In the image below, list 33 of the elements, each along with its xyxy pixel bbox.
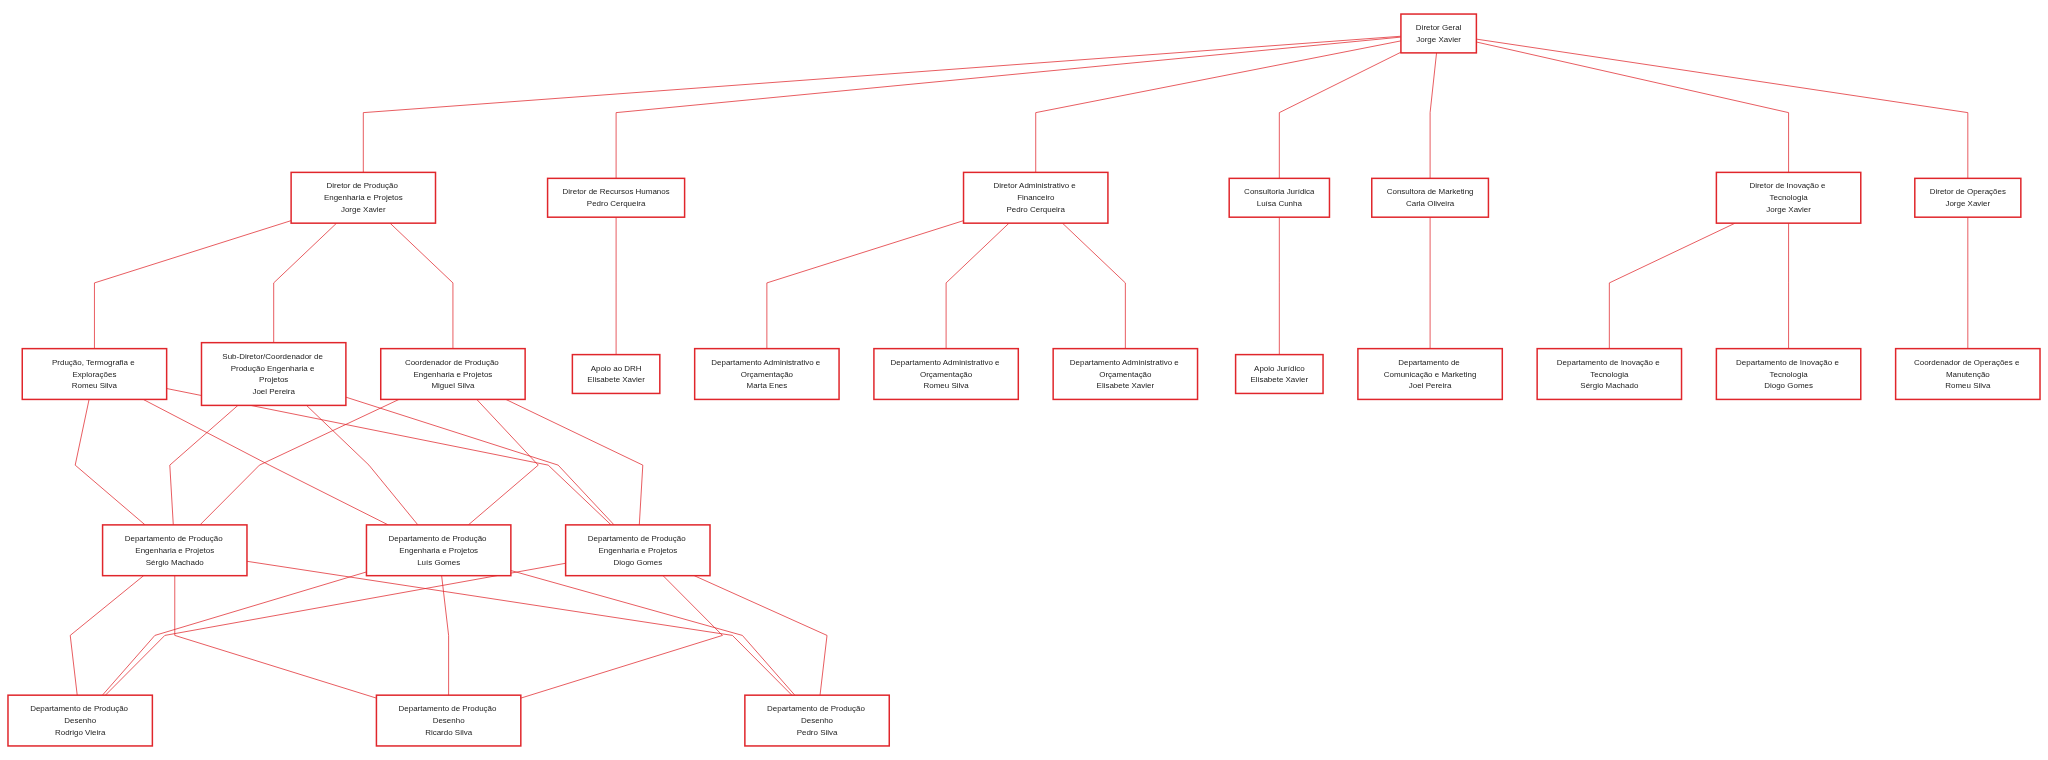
connector: [615, 36, 1402, 179]
connector: [1788, 222, 1789, 349]
connector: [199, 399, 400, 526]
connector: [74, 399, 146, 526]
connector: [615, 216, 617, 355]
connector: [246, 560, 793, 696]
connector: [174, 575, 377, 699]
connector: [1429, 52, 1437, 179]
connector: [441, 575, 449, 696]
connector: [945, 222, 1010, 349]
connector: [693, 575, 828, 696]
connector: [468, 399, 539, 526]
connector: [306, 405, 419, 526]
connector: [273, 222, 337, 344]
connector: [1278, 216, 1280, 355]
connector: [766, 220, 964, 349]
connector: [1278, 51, 1402, 179]
connector: [105, 562, 566, 696]
connector: [169, 405, 239, 526]
connector: [520, 575, 723, 699]
connector: [102, 571, 367, 696]
connector: [505, 399, 644, 526]
connector: [510, 570, 796, 696]
connector: [1429, 216, 1431, 349]
connector: [69, 575, 144, 696]
connector: [345, 396, 615, 526]
connector: [166, 388, 612, 526]
connector: [389, 222, 454, 349]
connector: [1476, 38, 1969, 179]
connector: [1476, 41, 1789, 173]
connector: [94, 220, 292, 349]
connector: [1062, 222, 1126, 349]
connector: [1967, 216, 1969, 349]
